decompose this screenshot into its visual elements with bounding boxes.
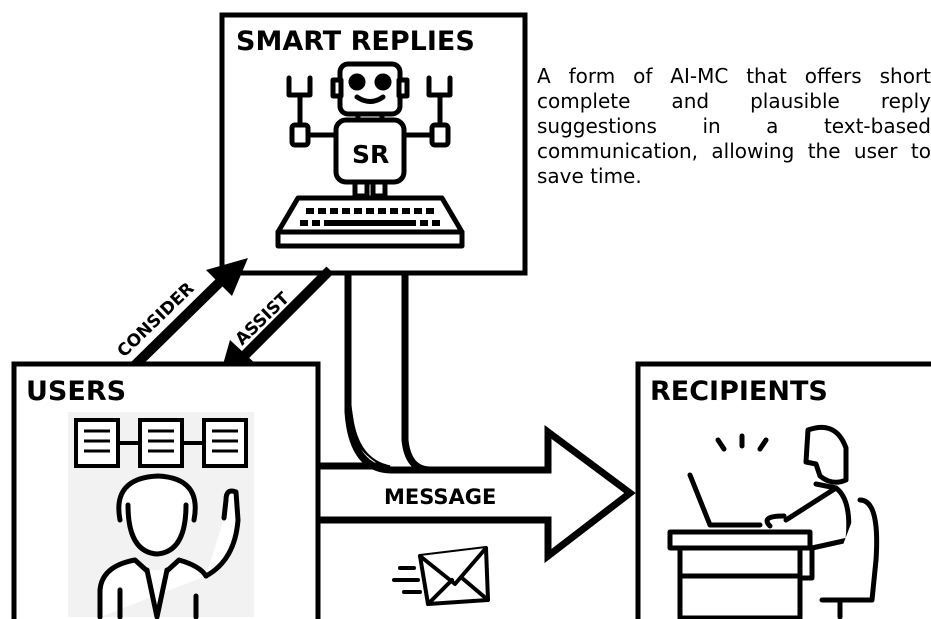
robot-chest-label: SR bbox=[352, 140, 389, 169]
smart-replies-description: A form of AI-MC that offers short comple… bbox=[537, 64, 931, 188]
documents-icon bbox=[68, 412, 254, 472]
user-person-icon bbox=[68, 472, 254, 619]
keyboard-keys bbox=[300, 208, 440, 226]
recipients-title: RECIPIENTS bbox=[650, 376, 828, 407]
envelope-icon bbox=[392, 546, 490, 606]
consider-arrow bbox=[124, 258, 248, 376]
arrow-inner-fill bbox=[352, 280, 401, 466]
person-at-desk-icon bbox=[667, 424, 880, 619]
smart-replies-title: SMART REPLIES bbox=[236, 26, 475, 57]
message-label: MESSAGE bbox=[384, 485, 496, 509]
users-title: USERS bbox=[26, 376, 126, 407]
